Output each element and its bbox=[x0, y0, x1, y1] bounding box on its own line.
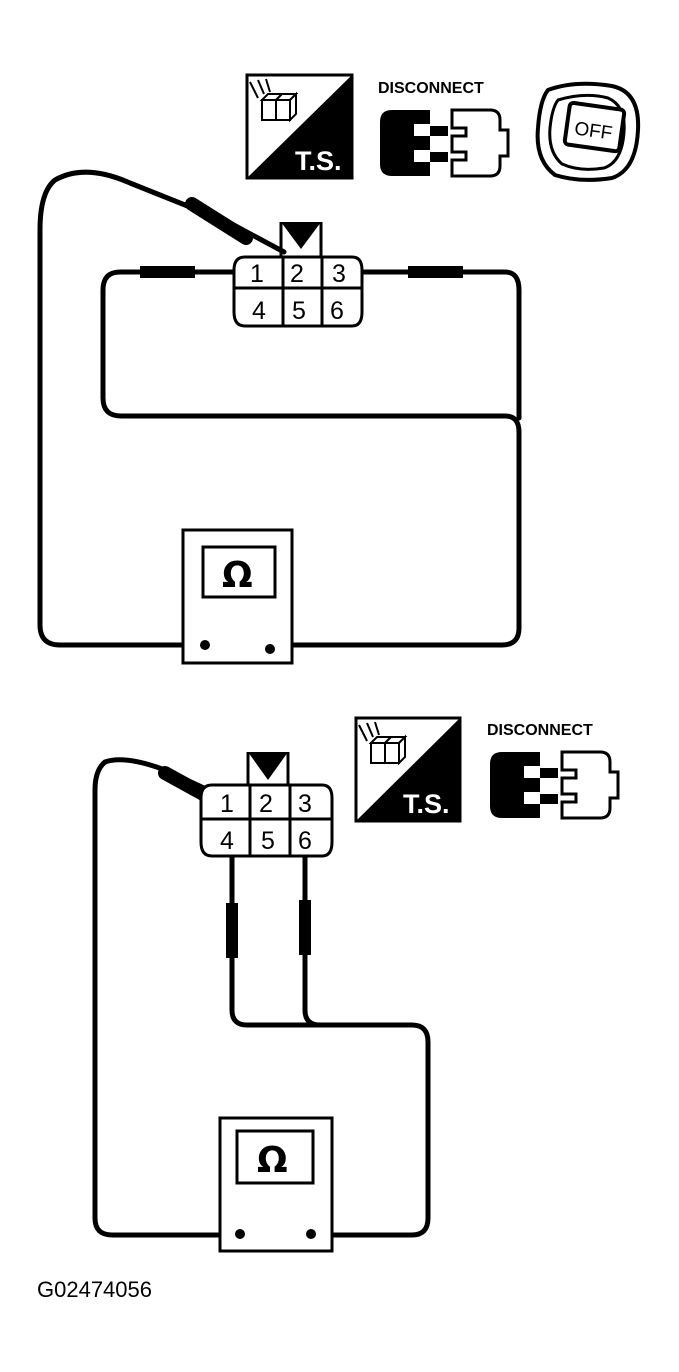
ts-label: T.S. bbox=[295, 146, 342, 176]
pin-3: 3 bbox=[298, 790, 312, 818]
disconnect-label: DISCONNECT bbox=[487, 722, 593, 739]
disconnect-label: DISCONNECT bbox=[378, 80, 484, 97]
disconnect-icon: DISCONNECT bbox=[378, 80, 510, 178]
figure-code: G02474056 bbox=[37, 1277, 152, 1302]
ts-icon: T.S. bbox=[354, 716, 462, 823]
pin-2: 2 bbox=[290, 260, 304, 288]
ohmmeter: Ω bbox=[181, 528, 294, 665]
ohm-symbol: Ω bbox=[257, 1140, 288, 1181]
ts-label: T.S. bbox=[403, 789, 450, 819]
step1-diagram: T.S. DISCONNECT OFF bbox=[37, 73, 641, 665]
ohm-symbol: Ω bbox=[222, 555, 253, 596]
connector: 1 2 3 4 5 6 bbox=[232, 222, 364, 328]
pin-4: 4 bbox=[252, 297, 266, 325]
disconnect-icon: DISCONNECT bbox=[487, 722, 620, 820]
step2-diagram: T.S. DISCONNECT 1 2 3 bbox=[92, 716, 620, 1253]
ts-icon: T.S. bbox=[245, 73, 354, 180]
ohmmeter: Ω bbox=[218, 1116, 334, 1253]
pin-6: 6 bbox=[298, 827, 312, 855]
pin-6: 6 bbox=[330, 297, 344, 325]
pin-3: 3 bbox=[332, 260, 346, 288]
connector: 1 2 3 4 5 6 bbox=[199, 752, 334, 858]
pin-1: 1 bbox=[250, 260, 264, 288]
pin-4: 4 bbox=[220, 827, 234, 855]
pin-5: 5 bbox=[292, 297, 306, 325]
key-off-label: OFF bbox=[573, 118, 614, 144]
ignition-key-off-icon: OFF bbox=[535, 81, 641, 182]
pin-5: 5 bbox=[261, 827, 275, 855]
pin-1: 1 bbox=[220, 790, 234, 818]
pin-2: 2 bbox=[259, 790, 273, 818]
